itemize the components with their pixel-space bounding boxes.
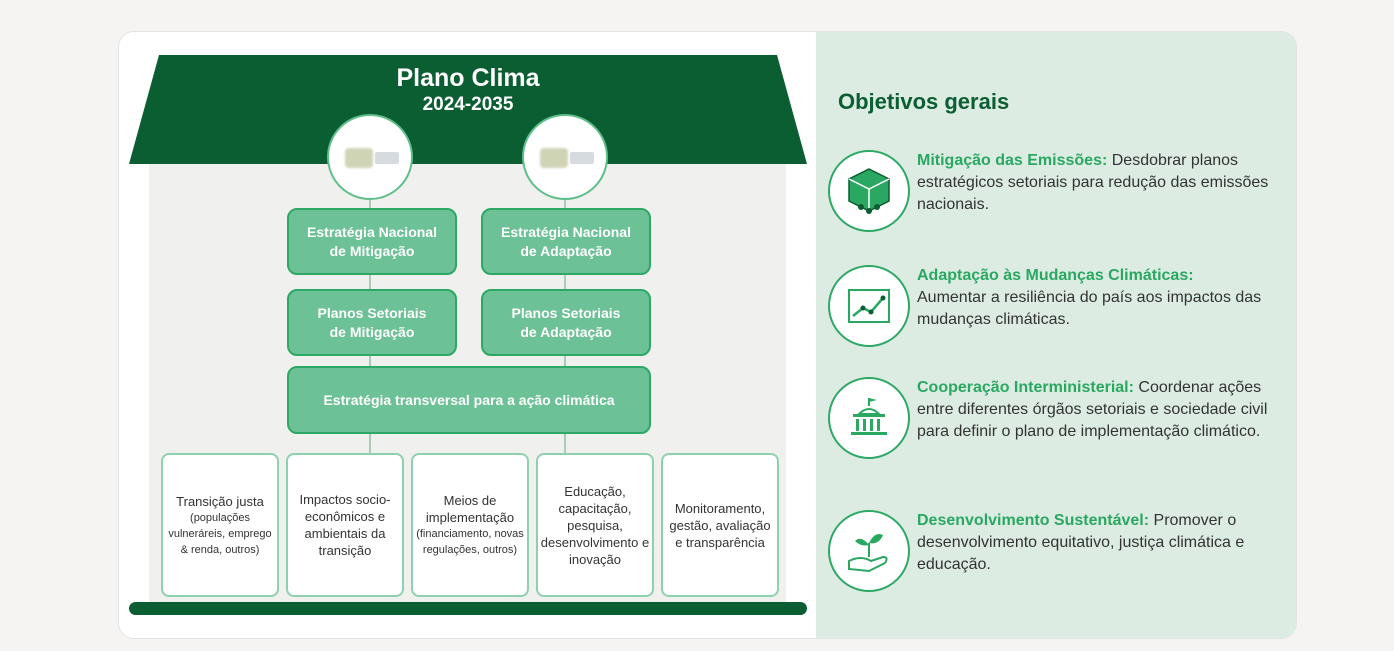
pillar-education-innovation: Educação, capacitação, pesquisa, desenvo… <box>536 453 654 597</box>
pillar-implementation-means: Meios de implementação (financiamento, n… <box>411 453 529 597</box>
objective-heading: Mitigação das Emissões: <box>917 152 1108 169</box>
pillar-just-transition: Transição justa (populações vulneráreis,… <box>161 453 279 597</box>
objective-description: Desdobrar planos estratégicos setoriais … <box>917 152 1269 213</box>
logo-mitigacao <box>327 114 413 200</box>
objective-heading: Cooperação Interministerial: <box>917 379 1134 396</box>
pillar-detail: (financiamento, novas regulações, outros… <box>416 528 524 556</box>
roof: Plano Clima 2024-2035 <box>129 55 807 164</box>
government-building-icon <box>828 377 910 459</box>
strategy-mitigation: Estratégia Nacional de Mitigação <box>287 208 457 275</box>
plano-clima-logo-icon <box>345 148 373 168</box>
pillar-socioeconomic-impacts: Impactos socio-econômicos e ambientais d… <box>286 453 404 597</box>
objective-heading: Adaptação às Mudanças Climáticas: <box>917 267 1194 284</box>
objectives-title: Objetivos gerais <box>838 89 1010 114</box>
objective-heading: Desenvolvimento Sustentável: <box>917 512 1150 529</box>
transversal-strategy: Estratégia transversal para a ação climá… <box>287 366 651 434</box>
plan-title: Plano Clima <box>396 64 540 92</box>
logo-text-placeholder <box>375 152 399 164</box>
strategy-adaptation: Estratégia Nacional de Adaptação <box>481 208 651 275</box>
house-ground <box>129 602 807 615</box>
pillar-monitoring: Monitoramento, gestão, avaliação e trans… <box>661 453 779 597</box>
sector-plans-adaptation: Planos Setoriais de Adaptação <box>481 289 651 356</box>
pillar-label: Educação, capacitação, pesquisa, desenvo… <box>540 483 650 567</box>
logo-text-placeholder <box>570 152 594 164</box>
pillar-detail: (populações vulneráreis, emprego & renda… <box>168 511 272 556</box>
plano-clima-logo-icon <box>540 148 568 168</box>
emissions-cube-icon <box>828 150 910 232</box>
pillar-label: Transição justa <box>176 493 264 509</box>
pillar-label: Impactos socio-econômicos e ambientais d… <box>299 492 391 558</box>
objective-description: Coordenar ações entre diferentes órgãos … <box>917 379 1268 440</box>
sector-plans-mitigation: Planos Setoriais de Mitigação <box>287 289 457 356</box>
objective-description: Aumentar a resiliência do país aos impac… <box>917 289 1262 328</box>
growth-chart-icon <box>828 265 910 347</box>
pillar-label: Meios de implementação <box>425 493 515 525</box>
pillar-label: Monitoramento, gestão, avaliação e trans… <box>669 500 771 550</box>
logo-adaptacao <box>522 114 608 200</box>
hand-sprout-icon <box>828 510 910 592</box>
objective-description: Promover o desenvolvimento equitativo, j… <box>917 512 1245 573</box>
plan-period: 2024-2035 <box>422 94 514 115</box>
